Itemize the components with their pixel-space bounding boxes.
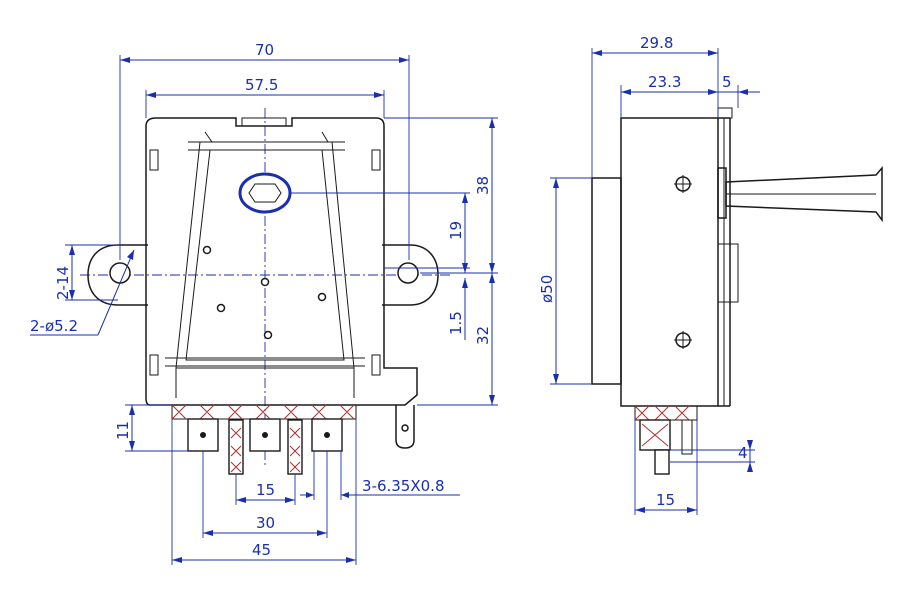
dim-side-4: 4 <box>738 444 748 462</box>
dim-width-70: 70 <box>255 41 274 59</box>
left-mounting-ear <box>87 244 148 306</box>
side-view <box>591 107 883 475</box>
side-dimensions: 29.8 23.3 5 ø50 4 15 <box>538 34 760 515</box>
ground-tab-hole <box>401 424 409 432</box>
side-terminal-block-hatch <box>641 423 669 447</box>
right-mounting-hole <box>397 262 419 284</box>
front-dimensions: 70 57.5 38 19 1.5 32 <box>30 41 498 565</box>
shaft-collar <box>717 167 727 219</box>
terminal-3-hole <box>324 432 330 438</box>
rear-cover <box>591 177 622 385</box>
spade-lug-left-hatch <box>230 427 242 473</box>
dim-depth-23-3: 23.3 <box>648 73 681 91</box>
dim-offset-1-5: 1.5 <box>447 311 465 335</box>
dim-diameter-50: ø50 <box>538 275 556 303</box>
terminal-2-hole <box>262 432 268 438</box>
dim-terminals: 3-6.35X0.8 <box>362 477 445 495</box>
ground-tab <box>395 405 415 449</box>
housing-hole-4 <box>317 292 327 302</box>
dim-pitch-45: 45 <box>252 541 271 559</box>
housing-hole-2 <box>260 277 270 287</box>
dim-height-38: 38 <box>474 176 492 195</box>
side-ear <box>717 243 739 303</box>
dim-width-57-5: 57.5 <box>245 76 278 94</box>
right-mounting-ear <box>382 244 439 306</box>
dim-tab-11: 11 <box>114 421 132 440</box>
terminal-1-hole <box>200 432 206 438</box>
dim-pitch-15: 15 <box>256 481 275 499</box>
housing-hole-1 <box>202 245 212 255</box>
dim-height-32: 32 <box>474 326 492 345</box>
right-slot-top <box>371 149 381 171</box>
dim-offset-19: 19 <box>447 221 465 240</box>
dim-side-15: 15 <box>656 491 675 509</box>
side-tab <box>681 419 693 455</box>
spade-lug-right-hatch <box>289 427 301 473</box>
side-housing <box>620 117 719 407</box>
terminal-base <box>171 404 357 420</box>
dim-ear-height: 2-14 <box>54 266 72 300</box>
output-shaft <box>238 172 292 214</box>
dim-shaft-5: 5 <box>722 73 732 91</box>
motor-housing <box>145 117 418 406</box>
dim-depth-29-8: 29.8 <box>640 34 673 52</box>
side-terminal-hatch <box>634 405 690 421</box>
dim-mount-holes: 2-ø5.2 <box>30 317 78 335</box>
terminal-base-hatch <box>171 404 355 420</box>
dim-pitch-30: 30 <box>256 514 275 532</box>
top-tab <box>717 107 733 119</box>
left-slot-bottom <box>149 354 159 376</box>
housing-hole-3 <box>216 303 226 313</box>
frame-leg-right <box>321 131 329 143</box>
shaft-flat <box>248 183 282 203</box>
frame-leg-left <box>204 131 213 143</box>
front-view <box>80 108 450 475</box>
left-slot-top <box>149 149 159 171</box>
side-output-shaft <box>725 165 883 223</box>
housing-hole-5 <box>263 330 273 340</box>
side-terminal-base <box>634 405 698 421</box>
right-slot-bottom <box>371 354 381 376</box>
top-notch <box>241 117 287 127</box>
side-spade-lug <box>654 449 670 475</box>
